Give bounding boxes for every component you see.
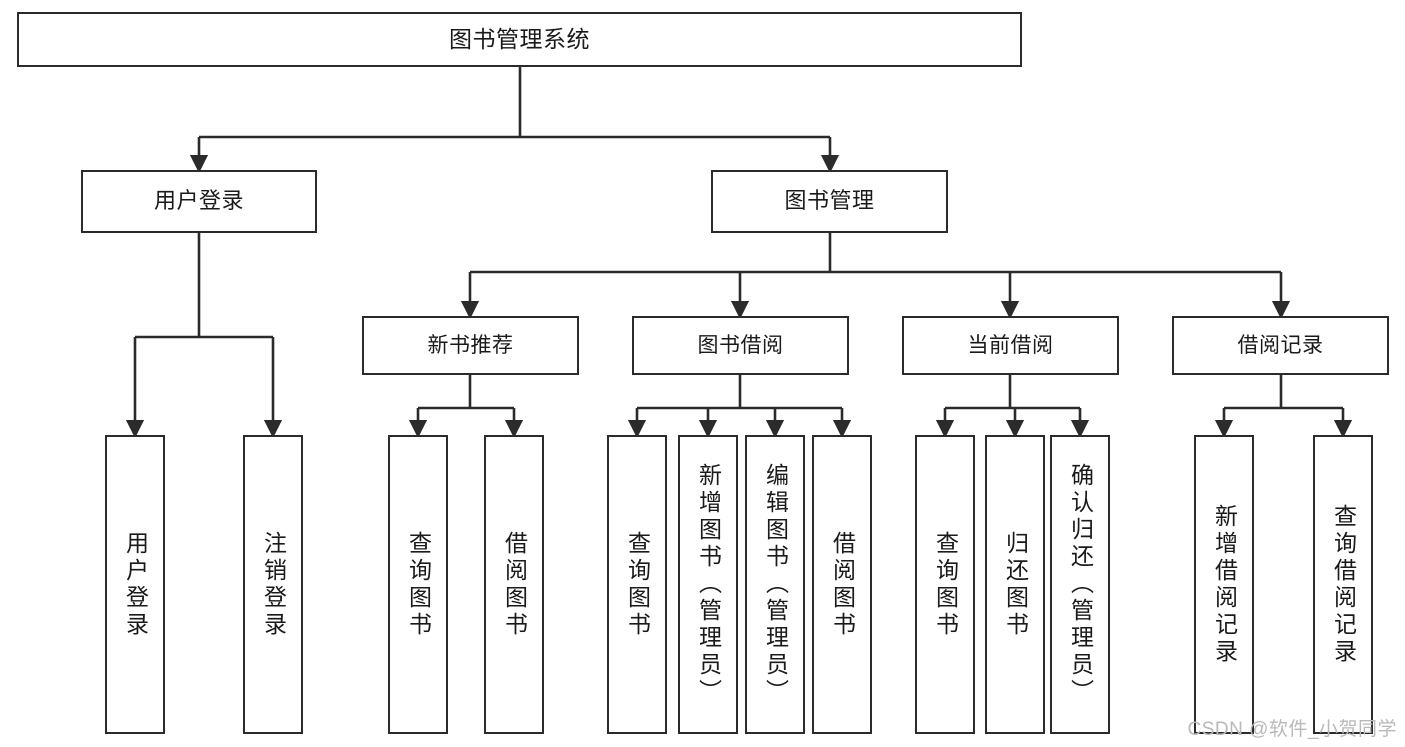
node-leaf-user-logout-label: 注销登录 (260, 530, 287, 639)
csdn-watermark: CSDN @软件_小贺同学 (1187, 719, 1397, 740)
node-leaf-return-book-label: 归还图书 (1002, 530, 1029, 639)
node-current-borrow-label: 当前借阅 (967, 333, 1054, 357)
node-user-login[interactable]: 用户登录 (81, 170, 317, 233)
node-user-login-label: 用户登录 (153, 188, 244, 214)
node-leaf-query-book-rec[interactable]: 查询图书 (388, 435, 448, 734)
node-leaf-add-borrow-record[interactable]: 新增借阅记录 (1194, 435, 1254, 734)
node-leaf-borrow-book[interactable]: 借阅图书 (812, 435, 872, 734)
node-leaf-edit-book-admin[interactable]: 编辑图书（管理员） (745, 435, 805, 734)
node-leaf-user-logout[interactable]: 注销登录 (243, 435, 303, 734)
node-leaf-borrow-book-label: 借阅图书 (829, 530, 856, 639)
node-leaf-query-book-borrow-label: 查询图书 (624, 530, 651, 639)
node-leaf-return-book[interactable]: 归还图书 (985, 435, 1045, 734)
node-leaf-add-borrow-record-label: 新增借阅记录 (1211, 503, 1238, 666)
node-leaf-query-book-current[interactable]: 查询图书 (915, 435, 975, 734)
node-book-manage[interactable]: 图书管理 (711, 170, 948, 233)
node-new-book-recommend[interactable]: 新书推荐 (362, 316, 579, 375)
node-current-borrow[interactable]: 当前借阅 (902, 316, 1119, 375)
node-leaf-query-book-rec-label: 查询图书 (405, 530, 432, 639)
node-borrow-record-label: 借阅记录 (1237, 333, 1324, 357)
node-leaf-query-borrow-record-label: 查询借阅记录 (1330, 503, 1357, 666)
node-leaf-add-book-admin[interactable]: 新增图书（管理员） (678, 435, 738, 734)
node-leaf-query-book-borrow[interactable]: 查询图书 (607, 435, 667, 734)
node-leaf-query-book-current-label: 查询图书 (932, 530, 959, 639)
node-book-borrow[interactable]: 图书借阅 (632, 316, 849, 375)
node-new-book-recommend-label: 新书推荐 (427, 333, 514, 357)
node-leaf-borrow-book-rec[interactable]: 借阅图书 (484, 435, 544, 734)
node-leaf-confirm-return-label: 确认归还（管理员） (1067, 463, 1094, 706)
node-leaf-borrow-book-rec-label: 借阅图书 (501, 530, 528, 639)
node-book-borrow-label: 图书借阅 (697, 333, 784, 357)
node-leaf-user-login-label: 用户登录 (122, 530, 149, 639)
node-leaf-add-book-admin-label: 新增图书（管理员） (695, 463, 722, 706)
node-root-label: 图书管理系统 (449, 25, 590, 52)
node-borrow-record[interactable]: 借阅记录 (1172, 316, 1389, 375)
node-leaf-query-borrow-record[interactable]: 查询借阅记录 (1313, 435, 1373, 734)
node-leaf-user-login[interactable]: 用户登录 (105, 435, 165, 734)
node-leaf-confirm-return[interactable]: 确认归还（管理员） (1050, 435, 1110, 734)
node-root[interactable]: 图书管理系统 (17, 12, 1022, 67)
node-leaf-edit-book-admin-label: 编辑图书（管理员） (762, 463, 789, 706)
node-book-manage-label: 图书管理 (784, 188, 875, 214)
